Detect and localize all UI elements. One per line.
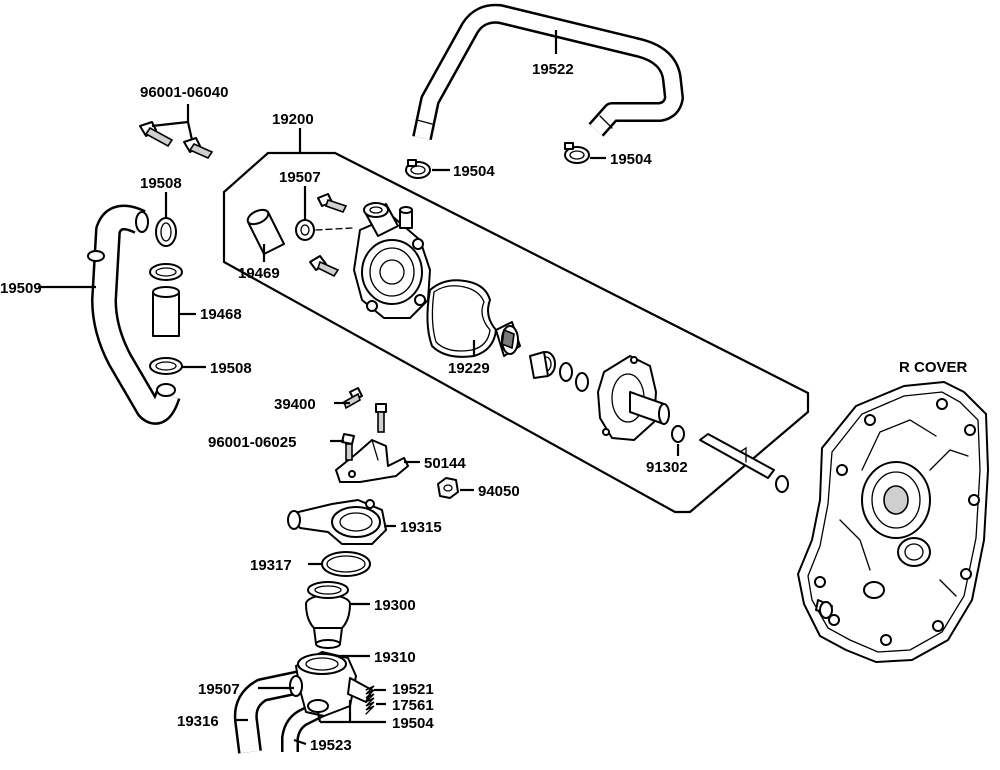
seal-c (575, 372, 589, 392)
label-19468: 19468 (200, 306, 242, 323)
label-19508-b: 19508 (210, 360, 252, 377)
label-r-cover: R COVER (899, 359, 968, 376)
part-labels: 96001-06040 19200 19522 19504 19504 1950… (0, 61, 968, 754)
label-19509: 19509 (0, 280, 42, 297)
label-19508-a: 19508 (140, 175, 182, 192)
label-19229: 19229 (448, 360, 490, 377)
clamp-19504-c (307, 699, 329, 713)
bolt-96001-06040-b (183, 137, 214, 160)
clamp-19508-a (155, 217, 177, 247)
clamp-19507-b (289, 675, 303, 697)
label-96001-06040: 96001-06040 (140, 84, 228, 101)
tube-19469 (246, 208, 285, 255)
thermostat-cover-19315 (287, 499, 387, 545)
spring-17561 (365, 685, 375, 715)
gasket-19229 (426, 279, 497, 358)
label-19504-a: 19504 (453, 163, 495, 180)
label-19504-c: 19504 (392, 715, 434, 732)
thermostat-19300 (305, 581, 351, 649)
label-19315: 19315 (400, 519, 442, 536)
tube-19468 (152, 286, 180, 337)
label-19521: 19521 (392, 681, 434, 698)
hose-19509 (87, 204, 181, 425)
clamp-19504-a (405, 159, 431, 179)
nut-94050 (437, 477, 459, 499)
leader-lines (38, 30, 680, 746)
label-19317: 19317 (250, 557, 292, 574)
label-19507-b: 19507 (198, 681, 240, 698)
label-19316: 19316 (177, 713, 219, 730)
bolt-39400 (343, 387, 363, 410)
label-19522: 19522 (532, 61, 574, 78)
pump-assembly-outline (222, 151, 810, 514)
shaft-clip (775, 475, 789, 493)
clamp-19507-a (295, 219, 315, 241)
label-19300: 19300 (374, 597, 416, 614)
label-17561: 17561 (392, 697, 434, 714)
bolt-96001-06025-b (341, 433, 355, 461)
hose-19523 (281, 697, 331, 752)
impeller (495, 321, 521, 357)
label-91302: 91302 (646, 459, 688, 476)
pump-bolt-b (309, 255, 340, 278)
label-19469: 19469 (238, 265, 280, 282)
gasket-19317 (321, 551, 371, 577)
label-94050: 94050 (478, 483, 520, 500)
pump-body (353, 202, 431, 319)
label-19504-b: 19504 (610, 151, 652, 168)
hose-19522 (412, 3, 684, 141)
right-cover (797, 381, 989, 663)
seal-b (559, 362, 573, 382)
oring-91302 (671, 425, 685, 443)
seal-a (529, 351, 556, 379)
bolt-96001-06025-a (375, 403, 387, 433)
pump-shaft (699, 433, 775, 479)
clamp-19508-b (149, 263, 183, 281)
bracket-50144 (335, 439, 409, 483)
pump-cover (597, 355, 670, 441)
label-19507-a: 19507 (279, 169, 321, 186)
clamp-19508-c (149, 357, 183, 375)
label-96001-06025: 96001-06025 (208, 434, 296, 451)
label-19523: 19523 (310, 737, 352, 754)
label-39400: 39400 (274, 396, 316, 413)
clamp-19504-b (564, 142, 590, 164)
label-50144: 50144 (424, 455, 466, 472)
pump-bolt-a (317, 193, 348, 213)
label-19310: 19310 (374, 649, 416, 666)
thermostat-housing-19310 (295, 651, 373, 717)
label-19200: 19200 (272, 111, 314, 128)
